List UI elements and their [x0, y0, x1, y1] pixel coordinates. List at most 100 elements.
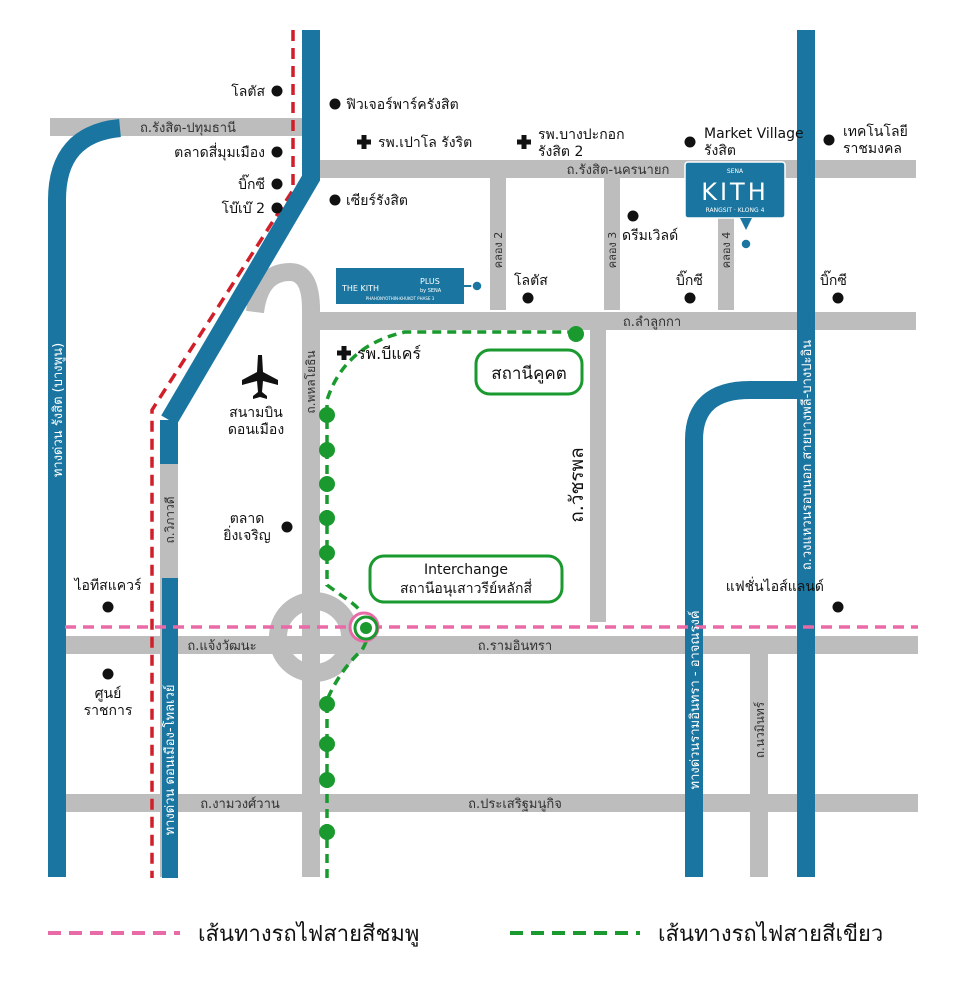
- station-khukhot-label: สถานีคูคต: [491, 364, 567, 384]
- expressway-label-rangsit: ทางด่วน รังสิต (บางพูน): [51, 343, 66, 477]
- place-talad-si: ตลาดสี่มุมเมือง: [174, 143, 265, 161]
- place-it-square: ไอทีสแควร์: [74, 577, 142, 594]
- svg-text:RANGSIT · KLONG 4: RANGSIT · KLONG 4: [706, 207, 765, 214]
- place-hosp-paolo: รพ.เปาโล รังริต: [378, 134, 472, 151]
- road-label-lam-luk-ka: ถ.ลำลูกกา: [623, 315, 681, 330]
- place-lotus-mid: โลตัส: [514, 272, 548, 289]
- road-khlong2: [490, 160, 506, 310]
- marker-dot: [684, 292, 696, 304]
- road-nawamin: [750, 640, 768, 877]
- road-label-phahon: ถ.พหลโยธิน: [304, 350, 318, 413]
- place-dream-world: ดรีมเวิลด์: [622, 227, 678, 244]
- road-ngam-prasert: [65, 794, 918, 812]
- place-tech-1: เทคโนโลยี: [843, 123, 908, 140]
- marker-dot: [823, 134, 835, 146]
- place-center-1: ศูนย์: [95, 685, 122, 702]
- road-label-rangsit-nakhon: ถ.รังสิต-นครนายก: [567, 163, 670, 178]
- marker-dot: [271, 85, 283, 97]
- marker-dot: [271, 202, 283, 214]
- place-zeer: เซียร์รังสิต: [346, 192, 408, 209]
- legend-green-label: เส้นทางรถไฟสายสีเขียว: [658, 921, 883, 947]
- expressway-donmueang: [161, 30, 320, 425]
- green-station-dot: [319, 442, 335, 458]
- marker-dot: [627, 210, 639, 222]
- kith-plus-logo: THE KITH PLUS by SENA PHAHONYOTHIN-KHUKO…: [336, 268, 464, 304]
- green-station-dot: [319, 696, 335, 712]
- legend: เส้นทางรถไฟสายสีชมพู เส้นทางรถไฟสายสีเขี…: [48, 921, 883, 947]
- green-station-dot: [319, 476, 335, 492]
- road-label-nawamin: ถ.นวมินทร์: [753, 701, 767, 758]
- place-center-2: ราชการ: [84, 703, 133, 719]
- place-talad-ying-2: ยิ่งเจริญ: [223, 526, 271, 544]
- place-fashion: แฟชั่นไอส์แลนด์: [726, 577, 824, 595]
- svg-text:THE KITH: THE KITH: [341, 284, 379, 293]
- station-khukhot-box: [474, 348, 584, 396]
- place-tech-2: ราชมงคล: [843, 141, 902, 157]
- kith-main-pin: [740, 238, 752, 250]
- road-label-khlong2: คลอง 2: [492, 232, 505, 269]
- marker-dot: [102, 668, 114, 680]
- road-label-khlong3: คลอง 3: [606, 232, 619, 269]
- hospital-cross-icon: [517, 135, 531, 149]
- expressway-rangsit: [48, 119, 122, 877]
- road-label-rangsit-pathum: ถ.รังสิต-ปทุมธานี: [140, 120, 236, 136]
- svg-text:SENA: SENA: [727, 168, 744, 175]
- marker-dot: [329, 194, 341, 206]
- place-airport-2: ดอนเมือง: [228, 422, 284, 438]
- place-bigc-top: บิ๊กซี: [238, 174, 265, 193]
- road-lam-luk-ka: [318, 312, 916, 330]
- station-interchange-box: [368, 554, 564, 604]
- road-wacharaphon: [590, 328, 606, 622]
- marker-dot: [684, 136, 696, 148]
- hospital-icons: [337, 135, 531, 360]
- place-market-village-1: Market Village: [704, 126, 804, 142]
- green-station-dot-khukhot: [568, 326, 584, 342]
- kith-main-logo: SENA KITH RANGSIT · KLONG 4: [684, 161, 786, 219]
- hospital-cross-icon: [357, 135, 371, 149]
- svg-text:PHAHONYOTHIN-KHUKOT PHASE 3: PHAHONYOTHIN-KHUKOT PHASE 3: [366, 296, 435, 301]
- expressway-tollway-lower: [162, 578, 178, 878]
- svg-text:by SENA: by SENA: [420, 288, 442, 294]
- road-label-wiphawadi: ถ.วิภาวดี: [163, 497, 177, 544]
- interchange-dot: [360, 622, 372, 634]
- roundabout: [269, 592, 359, 682]
- marker-dot: [281, 521, 293, 533]
- place-airport-1: สนามบิน: [229, 405, 283, 421]
- green-station-dot: [319, 545, 335, 561]
- hospital-cross-icon: [337, 346, 351, 360]
- green-station-dot: [319, 772, 335, 788]
- place-hosp-bangpakok-2: รังสิต 2: [538, 144, 583, 160]
- place-market-village-2: รังสิต: [704, 143, 736, 159]
- green-station-dot: [319, 407, 335, 423]
- expressway-tollway-upper: [160, 420, 178, 464]
- svg-text:KITH: KITH: [701, 178, 769, 206]
- green-station-dot: [319, 824, 335, 840]
- kith-main-pointer: [740, 218, 752, 230]
- kith-plus-pin: [471, 280, 483, 292]
- road-network: [50, 118, 918, 877]
- marker-dot: [329, 98, 341, 110]
- expressway-raminthra: [685, 381, 812, 877]
- marker-dot: [271, 146, 283, 158]
- road-label-wacharaphon: ถ.วัชรพล: [566, 447, 588, 522]
- place-talad-ying-1: ตลาด: [230, 511, 265, 527]
- marker-dot: [832, 292, 844, 304]
- green-station-dot: [319, 736, 335, 752]
- expressway-label-outer: ถ.วงแหวนรอบนอก สายบางพลี-บางปะอิน: [799, 340, 815, 570]
- expressway-label-raminthra: ทางด่วนรามอินทรา - อาจณรงค์: [687, 610, 703, 789]
- place-hosp-bcare: รพ.บีแคร์: [357, 344, 421, 363]
- green-station-dot: [319, 510, 335, 526]
- marker-dot: [522, 292, 534, 304]
- road-label-chaeng: ถ.แจ้งวัฒนะ: [187, 639, 256, 654]
- place-future-park: ฟิวเจอร์พาร์ครังสิต: [346, 96, 459, 113]
- place-bebe: โบ๊เบ๊ 2: [222, 200, 265, 217]
- green-stations: [319, 326, 584, 840]
- station-interchange-en: Interchange: [424, 562, 508, 578]
- legend-pink-label: เส้นทางรถไฟสายสีชมพู: [198, 921, 419, 947]
- road-label-raminthra: ถ.รามอินทรา: [478, 639, 552, 654]
- place-bigc-right: บิ๊กซี: [820, 270, 847, 289]
- road-label-prasert: ถ.ประเสริฐมนูกิจ: [468, 797, 562, 812]
- station-interchange-th: สถานีอนุเสาวรีย์หลักสี่: [400, 579, 532, 597]
- svg-text:PLUS: PLUS: [420, 277, 440, 286]
- road-label-ngam: ถ.งามวงศ์วาน: [200, 796, 280, 812]
